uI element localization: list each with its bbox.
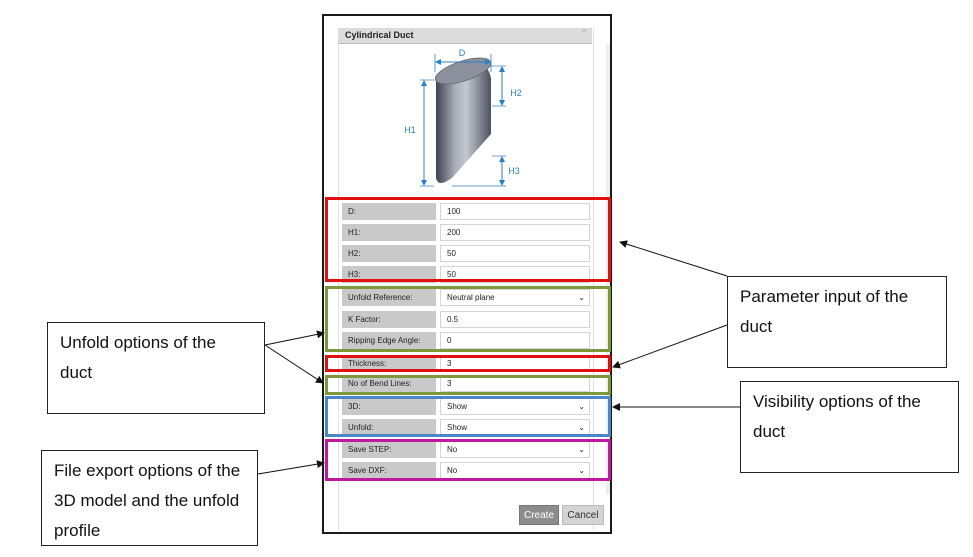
row-h1: H1: 200: [342, 224, 590, 241]
row-unfold: Unfold: Show ⌄: [342, 419, 590, 436]
field-value: No: [447, 466, 458, 475]
row-save-step: Save STEP: No ⌄: [342, 441, 590, 458]
row-label: No of Bend Lines:: [342, 375, 436, 392]
row-label: Save STEP:: [342, 441, 436, 458]
k-factor-input[interactable]: 0.5: [440, 311, 590, 328]
row-label: Unfold:: [342, 419, 436, 436]
export-callout: File export options of the 3D model and …: [41, 450, 258, 546]
h2-input[interactable]: 50: [440, 245, 590, 262]
field-value: 100: [447, 207, 461, 216]
dialog-titlebar: Cylindrical Duct ⌃: [338, 28, 592, 44]
export-arrow: [257, 460, 325, 475]
unfold-arrow-to-bend-lines: [264, 344, 324, 384]
unfold-callout: Unfold options of the duct: [47, 322, 265, 414]
unfold-arrow-to-box: [264, 330, 325, 346]
row-label: D:: [342, 203, 436, 220]
field-value: Show: [447, 402, 468, 411]
diagram-label-h1: H1: [404, 125, 416, 135]
chevron-down-icon: ⌄: [578, 293, 585, 302]
field-value: 0.5: [447, 315, 459, 324]
diagram-label-h2: H2: [510, 88, 522, 98]
export-highlight-box: [325, 439, 611, 481]
row-label: 3D:: [342, 398, 436, 415]
ripping-edge-angle-input[interactable]: 0: [440, 332, 590, 349]
row-d: D: 100: [342, 203, 590, 220]
parameter-arrow-to-box: [619, 240, 728, 277]
h1-input[interactable]: 200: [440, 224, 590, 241]
field-value: No: [447, 445, 458, 454]
parameter-arrow-to-thickness: [612, 324, 728, 369]
row-label: H3:: [342, 266, 436, 283]
field-value: 0: [447, 336, 452, 345]
visibility-callout: Visibility options of the duct: [740, 381, 959, 473]
row-label: Unfold Reference:: [342, 289, 436, 306]
row-h3: H3: 50: [342, 266, 590, 283]
row-label: Thickness:: [342, 355, 436, 372]
row-k-factor: K Factor: 0.5: [342, 311, 590, 328]
collapse-icon[interactable]: ⌃: [580, 28, 588, 38]
unfold-highlight-box: [325, 286, 611, 352]
chevron-down-icon: ⌄: [578, 423, 585, 432]
field-value: Neutral plane: [447, 293, 495, 302]
parameter-highlight-box: [325, 197, 611, 282]
row-save-dxf: Save DXF: No ⌄: [342, 462, 590, 479]
row-bend-lines: No of Bend Lines: 3: [342, 375, 590, 392]
chevron-down-icon: ⌄: [578, 466, 585, 475]
dialog-title: Cylindrical Duct: [345, 30, 414, 40]
duct-diagram: D H1 H2 H3: [404, 48, 522, 187]
thickness-highlight-box: [325, 355, 611, 372]
chevron-down-icon: ⌄: [578, 402, 585, 411]
diagram-label-d: D: [459, 48, 466, 58]
row-3d: 3D: Show ⌄: [342, 398, 590, 415]
create-button[interactable]: Create: [519, 505, 559, 525]
parameter-callout: Parameter input of the duct: [727, 276, 947, 368]
row-label: Ripping Edge Angle:: [342, 332, 436, 349]
field-value: 50: [447, 270, 456, 279]
cancel-button[interactable]: Cancel: [562, 505, 604, 525]
diagram-label-h3: H3: [508, 166, 520, 176]
row-unfold-reference: Unfold Reference: Neutral plane ⌄: [342, 289, 590, 306]
save-dxf-select[interactable]: No ⌄: [440, 462, 590, 479]
h3-input[interactable]: 50: [440, 266, 590, 283]
chevron-down-icon: ⌄: [578, 445, 585, 454]
row-h2: H2: 50: [342, 245, 590, 262]
field-value: 3: [447, 379, 452, 388]
row-label: K Factor:: [342, 311, 436, 328]
row-label: H1:: [342, 224, 436, 241]
unfold-reference-select[interactable]: Neutral plane ⌄: [440, 289, 590, 306]
row-ripping-edge-angle: Ripping Edge Angle: 0: [342, 332, 590, 349]
field-value: Show: [447, 423, 468, 432]
field-value: 3: [447, 359, 452, 368]
bend-lines-highlight-box: [325, 375, 611, 395]
field-value: 50: [447, 249, 456, 258]
d-input[interactable]: 100: [440, 203, 590, 220]
row-label: Save DXF:: [342, 462, 436, 479]
row-label: H2:: [342, 245, 436, 262]
visibility-highlight-box: [325, 396, 611, 437]
field-value: 200: [447, 228, 461, 237]
